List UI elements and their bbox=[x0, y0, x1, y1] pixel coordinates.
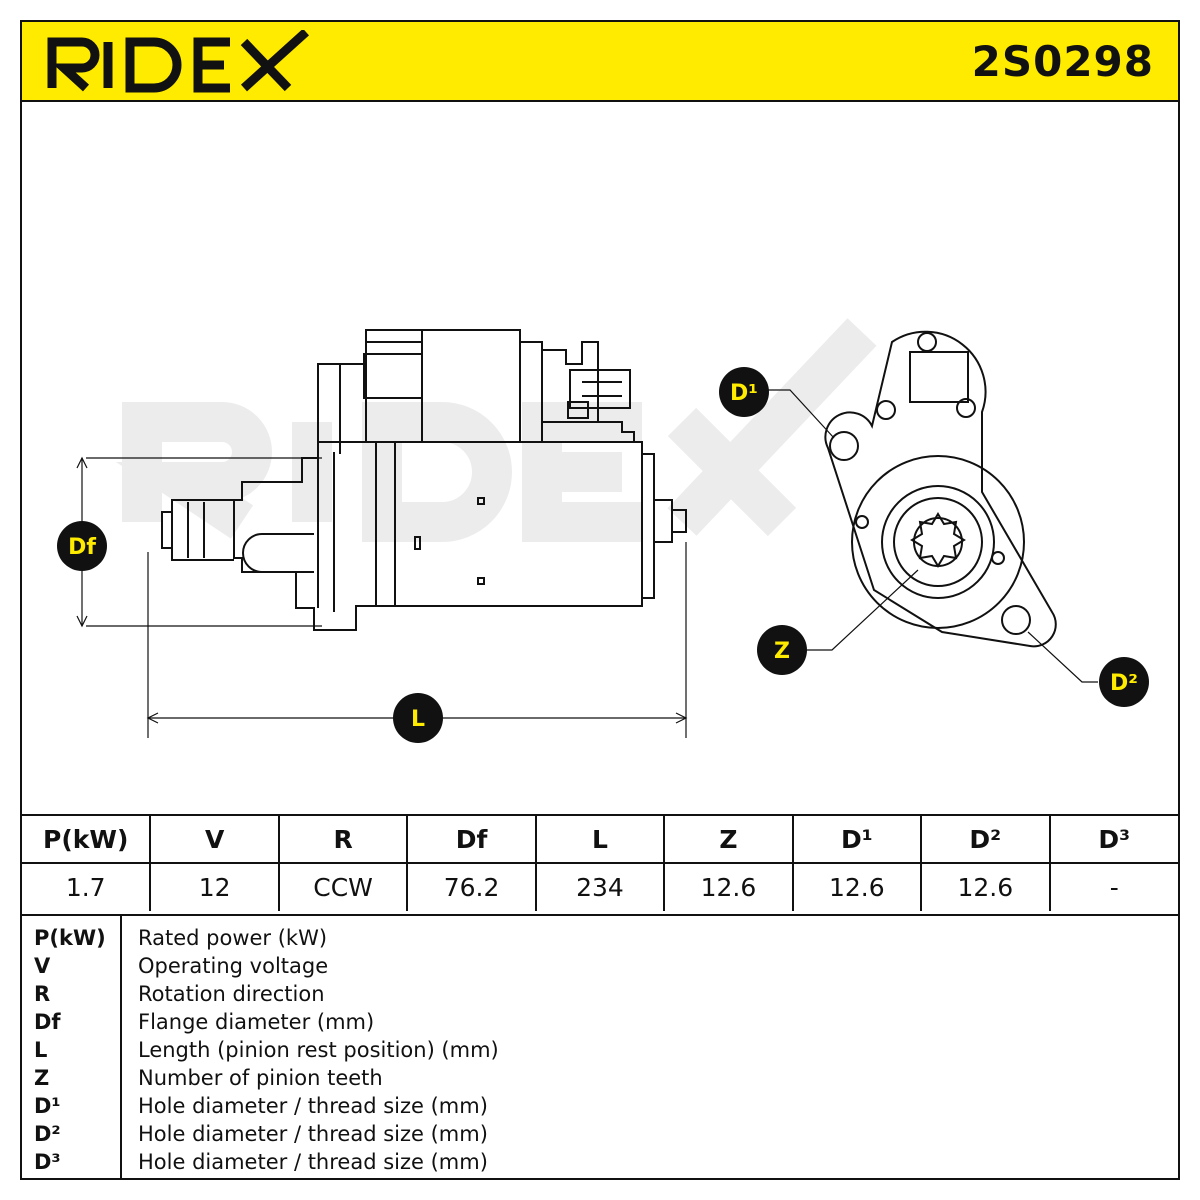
spec-value: 1.7 bbox=[22, 862, 152, 911]
callout-l: L bbox=[393, 693, 443, 743]
svg-text:L: L bbox=[411, 707, 425, 732]
legend-item: D³ Hole diameter / thread size (mm) bbox=[22, 1148, 1178, 1176]
svg-text:Z: Z bbox=[774, 639, 790, 664]
legend-description: Rated power (kW) bbox=[138, 926, 328, 950]
df-dimension bbox=[76, 456, 322, 628]
legend-description: Operating voltage bbox=[138, 954, 329, 978]
callout-df: Df bbox=[57, 521, 107, 571]
legend-symbol: P(kW) bbox=[34, 926, 106, 950]
legend-item: Df Flange diameter (mm) bbox=[22, 1008, 1178, 1036]
part-number: 2S0298 bbox=[971, 37, 1154, 86]
legend-description: Hole diameter / thread size (mm) bbox=[138, 1122, 488, 1146]
spec-value: CCW bbox=[278, 862, 409, 911]
datasheet: 2S0298 bbox=[20, 20, 1180, 1180]
svg-text:D¹: D¹ bbox=[730, 381, 758, 406]
legend-description: Number of pinion teeth bbox=[138, 1066, 383, 1090]
spec-header: L bbox=[535, 814, 666, 863]
legend-description: Hole diameter / thread size (mm) bbox=[138, 1150, 488, 1174]
spec-header: V bbox=[150, 814, 280, 863]
legend-divider bbox=[120, 916, 122, 1178]
svg-text:D²: D² bbox=[1110, 671, 1138, 696]
legend-symbol: Df bbox=[34, 1010, 61, 1034]
technical-drawing: Df L Z D¹ D² bbox=[22, 102, 1178, 814]
spec-value: 12 bbox=[150, 862, 280, 911]
legend-item: L Length (pinion rest position) (mm) bbox=[22, 1036, 1178, 1064]
spec-header: D³ bbox=[1049, 814, 1178, 863]
spec-value: 12.6 bbox=[921, 862, 1051, 911]
spec-table: P(kW) V R Df L Z D¹ D² D³ 1.7 12 CCW 76.… bbox=[22, 814, 1178, 911]
callout-z: Z bbox=[757, 625, 807, 675]
spec-header: D¹ bbox=[792, 814, 923, 863]
ridex-logo bbox=[47, 30, 310, 93]
front-view bbox=[824, 330, 1057, 648]
legend-item: P(kW) Rated power (kW) bbox=[22, 924, 1178, 952]
spec-header: R bbox=[278, 814, 409, 863]
legend-item: D² Hole diameter / thread size (mm) bbox=[22, 1120, 1178, 1148]
legend-symbol: R bbox=[34, 982, 51, 1006]
spec-value-row: 1.7 12 CCW 76.2 234 12.6 12.6 12.6 - bbox=[22, 862, 1178, 911]
legend-description: Rotation direction bbox=[138, 982, 325, 1006]
svg-text:Df: Df bbox=[68, 535, 96, 560]
spec-value: 76.2 bbox=[407, 862, 537, 911]
d2-hole bbox=[1001, 605, 1031, 635]
legend-item: Z Number of pinion teeth bbox=[22, 1064, 1178, 1092]
starter-motor-drawing: Df L Z D¹ D² bbox=[57, 318, 1149, 743]
legend-description: Length (pinion rest position) (mm) bbox=[138, 1038, 499, 1062]
legend-description: Flange diameter (mm) bbox=[138, 1010, 375, 1034]
spec-header: Z bbox=[664, 814, 794, 863]
spec-value: 12.6 bbox=[792, 862, 923, 911]
legend-symbol: D¹ bbox=[34, 1094, 61, 1118]
spec-header-row: P(kW) V R Df L Z D¹ D² D³ bbox=[22, 814, 1178, 863]
legend: P(kW) Rated power (kW) V Operating volta… bbox=[22, 914, 1178, 1178]
spec-header: Df bbox=[407, 814, 537, 863]
spec-header: D² bbox=[921, 814, 1051, 863]
legend-symbol: D³ bbox=[34, 1150, 61, 1174]
spec-value: - bbox=[1049, 862, 1178, 911]
leader-lines bbox=[766, 389, 1098, 683]
watermark-logo bbox=[115, 318, 877, 542]
legend-item: R Rotation direction bbox=[22, 980, 1178, 1008]
pinion-gear bbox=[910, 512, 966, 568]
spec-value: 234 bbox=[535, 862, 666, 911]
legend-symbol: D² bbox=[34, 1122, 61, 1146]
legend-item: D¹ Hole diameter / thread size (mm) bbox=[22, 1092, 1178, 1120]
side-view bbox=[161, 329, 687, 631]
legend-symbol: V bbox=[34, 954, 51, 978]
legend-symbol: Z bbox=[34, 1066, 50, 1090]
spec-value: 12.6 bbox=[664, 862, 794, 911]
legend-description: Hole diameter / thread size (mm) bbox=[138, 1094, 488, 1118]
header-bar: 2S0298 bbox=[22, 22, 1178, 102]
d1-hole bbox=[829, 431, 859, 461]
callout-d1: D¹ bbox=[719, 367, 769, 417]
spec-header: P(kW) bbox=[22, 814, 152, 863]
legend-item: V Operating voltage bbox=[22, 952, 1178, 980]
legend-symbol: L bbox=[34, 1038, 48, 1062]
callout-d2: D² bbox=[1099, 657, 1149, 707]
